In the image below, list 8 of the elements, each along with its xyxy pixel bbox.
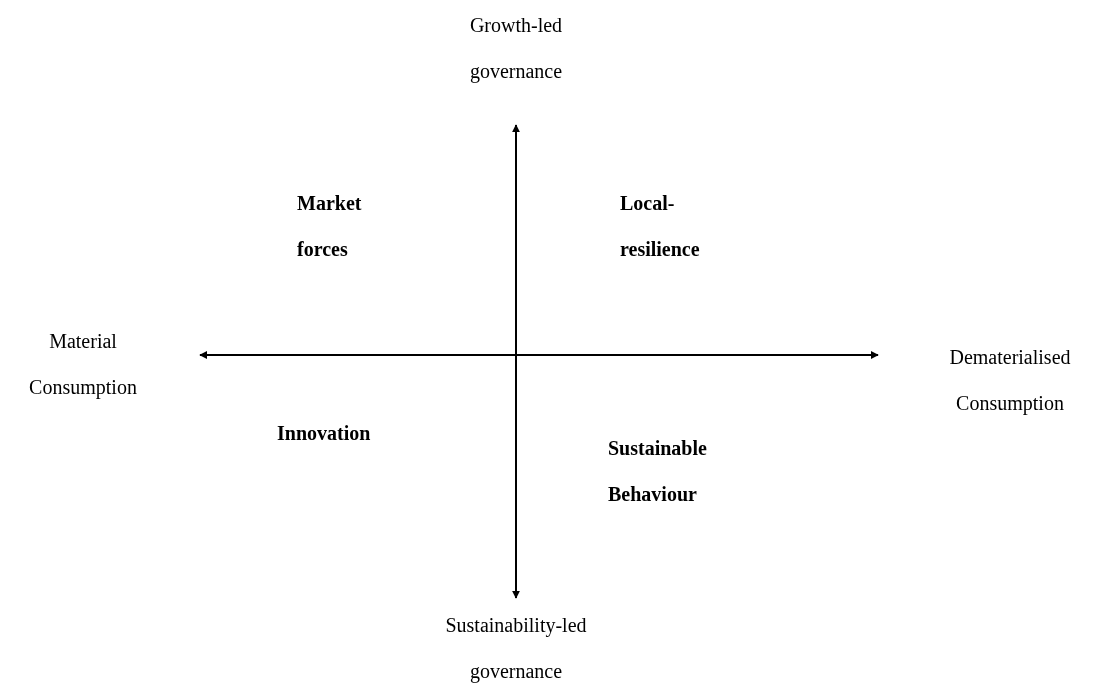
- axis-label: Growth-led governance: [468, 13, 564, 85]
- quadrant-label: Sustainable Behaviour: [608, 436, 708, 507]
- axis-label: Sustainability-led governance: [444, 613, 588, 685]
- axis-label: Dematerialised Consumption: [948, 345, 1072, 417]
- quadrant-label: Local-resilience: [620, 191, 701, 262]
- quadrant-label: Market forces: [297, 191, 363, 262]
- axis-label: Material Consumption: [28, 329, 138, 401]
- quadrant-label: Innovation: [277, 421, 372, 446]
